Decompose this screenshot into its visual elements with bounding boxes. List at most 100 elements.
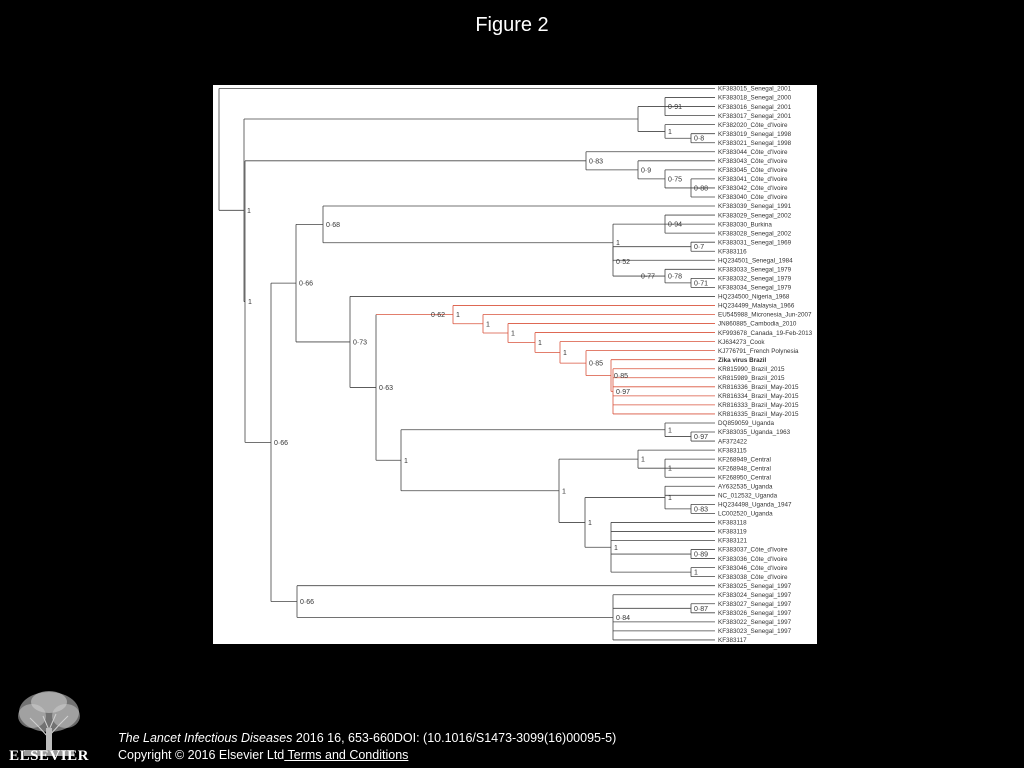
leaf-label: KF383044_Côte_d'Ivoire [718,149,788,156]
leaf-label: KJ776791_French Polynesia [718,348,799,355]
leaf-label: KF383119 [718,529,747,536]
phylogenetic-tree: KF383015_Senegal_2001KF383018_Senegal_20… [218,86,813,644]
support-value: 0·91 [668,104,682,111]
support-value: 0·68 [326,222,340,229]
support-value: 0·62 [431,312,445,319]
leaf-label: AY632535_Uganda [718,483,773,490]
support-value: 1 [248,299,252,306]
leaf-label: AF372422 [718,438,748,445]
leaf-label: KF383018_Senegal_2000 [718,95,792,102]
slide-title: Figure 2 [475,14,549,36]
support-value: 1 [456,312,460,319]
terms-link[interactable]: Terms and Conditions [284,748,409,762]
support-value: 0·97 [694,434,708,441]
leaf-label: KF383026_Senegal_1997 [718,610,792,617]
support-value: 0·87 [694,606,708,613]
leaf-label: KF383115 [718,447,747,454]
leaf-label: NC_012532_Uganda [718,493,778,500]
leaf-label: HQ234499_Malaysia_1966 [718,303,795,310]
leaf-label: KF382020_Côte_d'Ivoire [718,122,788,129]
leaf-label: KF383021_Senegal_1998 [718,140,792,147]
leaf-label: KF383040_Côte_d'Ivoire [718,194,788,201]
support-value: 0·66 [274,440,288,447]
support-value: 1 [563,350,567,357]
leaf-label: KF383030_Burkina [718,221,772,228]
support-value: 0·73 [353,339,367,346]
support-value: 0·94 [668,222,682,229]
support-value: 1 [511,331,515,338]
support-value: 1 [616,240,620,247]
leaf-label: JN860885_Cambodia_2010 [718,321,797,328]
support-value: 1 [668,129,672,136]
support-value: 0·88 [694,185,708,192]
citation: The Lancet Infectious Diseases 2016 16, … [118,731,616,745]
support-value: 0·85 [589,361,603,368]
leaf-label: EU545988_Micronesia_Jun-2007 [718,312,812,319]
copyright-line: Copyright © 2016 Elsevier Ltd Terms and … [118,748,408,762]
support-value: 0·89 [694,552,708,559]
leaf-label: KR816334_Brazil_May-2015 [718,393,799,400]
leaf-label: KF383028_Senegal_2002 [718,230,792,237]
leaf-label: KF383043_Côte_d'Ivoire [718,158,788,165]
elsevier-tree-logo-icon [18,691,80,756]
leaf-label: KF383032_Senegal_1979 [718,276,792,283]
leaf-label: KF383016_Senegal_2001 [718,104,792,111]
leaf-label: KR816336_Brazil_May-2015 [718,384,799,391]
leaf-label: KF383019_Senegal_1998 [718,131,792,138]
leaf-label: KR816335_Brazil_May-2015 [718,411,799,418]
elsevier-wordmark: ELSEVIER [9,748,89,764]
leaf-label: HQ234500_Nigeria_1968 [718,294,790,301]
support-value: 0·83 [694,506,708,513]
leaf-label: HQ234501_Senegal_1984 [718,257,793,264]
support-value: 1 [562,488,566,495]
support-value: 1 [538,340,542,347]
support-value: 0·63 [379,385,393,392]
support-value: 1 [641,457,645,464]
support-values: 0·910·810·880·750·90·830·940·70·710·780·… [247,104,708,622]
leaf-label: KF383046_Côte_d'Ivoire [718,565,788,572]
copyright-text: Copyright © 2016 Elsevier Ltd [118,748,285,762]
leaf-label: DQ859059_Uganda [718,420,775,427]
leaf-label: KF383116 [718,248,747,255]
leaf-label: KF383034_Senegal_1979 [718,285,792,292]
leaf-label: KF383031_Senegal_1969 [718,239,792,246]
leaf-label: KF268949_Central [718,456,771,463]
support-value: 1 [404,458,408,465]
leaf-label: KF383023_Senegal_1997 [718,628,792,635]
leaf-label: KF993678_Canada_19-Feb-2013 [718,330,813,337]
leaf-labels: KF383015_Senegal_2001KF383018_Senegal_20… [718,86,813,644]
leaf-label: KF383038_Côte_d'Ivoire [718,574,788,581]
support-value: 0·8 [694,136,704,143]
support-value: 1 [668,427,672,434]
support-value: 1 [614,545,618,552]
leaf-label: KF383041_Côte_d'Ivoire [718,176,788,183]
support-value: 1 [247,208,251,215]
journal-name: The Lancet Infectious Diseases [118,731,293,745]
tree-branches [218,88,715,641]
leaf-label: KF383045_Côte_d'Ivoire [718,167,788,174]
leaf-label: KR816333_Brazil_May-2015 [718,402,799,409]
support-value: 0·97 [616,389,630,396]
support-value: 0·52 [616,259,630,266]
leaf-label: KF383118 [718,520,747,527]
support-value: 1 [486,321,490,328]
leaf-label: LC002520_Uganda [718,511,773,518]
leaf-label: KR815989_Brazil_2015 [718,375,785,382]
leaf-label: KF383022_Senegal_1997 [718,619,792,626]
leaf-label: KF383024_Senegal_1997 [718,592,792,599]
leaf-label: KF383036_Côte_d'Ivoire [718,556,788,563]
support-value: 1 [588,520,592,527]
citation-details: 2016 16, 653-660DOI: (10.1016/S1473-3099… [292,731,617,745]
leaf-label: KF268950_Central [718,474,771,481]
support-value: 0·77 [641,274,655,281]
leaf-label: KF383017_Senegal_2001 [718,113,792,120]
leaf-label: KF383025_Senegal_1997 [718,583,792,590]
leaf-label: KF383015_Senegal_2001 [718,86,792,93]
support-value: 0·7 [694,244,704,251]
support-value: 0·75 [668,176,682,183]
support-value: 0·71 [694,280,708,287]
support-value: 0·83 [589,158,603,165]
leaf-label: Zika virus Brazil [718,357,767,364]
support-value: 1 [668,466,672,473]
